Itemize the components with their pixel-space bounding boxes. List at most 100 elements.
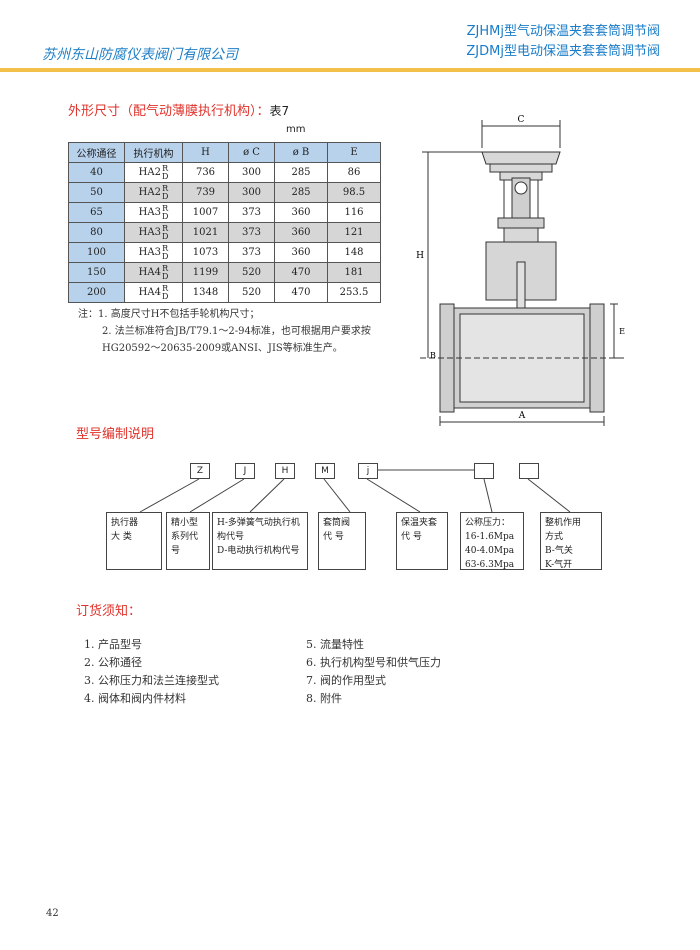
cell-e: 86 [327,162,381,183]
rd-d: D [161,251,169,261]
table-header-row: 公称通径 执行机构 H ø C ø B E [68,142,381,163]
rd-r: R [162,163,169,173]
cell-dn: 150 [68,262,125,283]
code-desc-3: H-多弹簧气动执行机 构代号 D-电动执行机构代号 [212,512,308,570]
rd-d: D [161,271,169,281]
cell-c: 373 [228,242,275,263]
cell-b: 285 [274,182,328,203]
header-divider [0,68,700,72]
product-titles: ZJHMj型气动保温夹套套筒调节阀 ZJDMj型电动保温夹套套筒调节阀 [466,22,660,62]
rd-r: R [162,283,169,293]
code-desc-5: 保温夹套 代 号 [396,512,448,570]
rd-r: R [162,223,169,233]
cell-e: 253.5 [327,282,381,303]
cell-h: 1073 [182,242,229,263]
dimensions-title-text: 外形尺寸（配气动薄膜执行机构）： [68,104,270,119]
table-notes: 注：1. 高度尺寸H不包括手轮机构尺寸； 2. 法兰标准符合JB/T79.1～2… [78,306,388,357]
cell-dn: 65 [68,202,125,223]
cell-c: 520 [228,262,275,283]
rd-d: D [161,211,169,221]
code-box-7 [519,463,539,479]
cell-h: 739 [182,182,229,203]
cell-dn: 100 [68,242,125,263]
cell-c: 520 [228,282,275,303]
actuator-model: HA3 [138,247,161,258]
cell-dn: 200 [68,282,125,303]
actuator-model: HA3 [138,207,161,218]
cell-e: 121 [327,222,381,243]
page-number: 42 [46,908,59,919]
drawing-label-e: E [619,327,625,336]
product-title-pneumatic: ZJHMj型气动保温夹套套筒调节阀 [466,24,660,39]
code-box-4: M [315,463,335,479]
rd-r: R [162,243,169,253]
cell-h: 1007 [182,202,229,223]
rd-r: R [162,183,169,193]
cell-b: 360 [274,222,328,243]
cell-c: 373 [228,222,275,243]
order-item-8: 8. 附件 [306,692,342,705]
cell-c: 300 [228,182,275,203]
product-title-electric: ZJDMj型电动保温夹套套筒调节阀 [466,44,660,59]
header-dn: 公称通径 [68,142,125,163]
cell-h: 1348 [182,282,229,303]
cell-h: 736 [182,162,229,183]
drawing-label-b: B [430,351,436,360]
cell-h: 1199 [182,262,229,283]
code-box-2: J [235,463,255,479]
drawing-label-h: H [416,251,424,261]
cell-c: 300 [228,162,275,183]
header-b: ø B [274,142,328,163]
valve-drawing: C H A E B [416,115,625,426]
rd-r: R [162,203,169,213]
note-2: 2. 法兰标准符合JB/T79.1～2-94标准，也可根据用户要求按HG2059… [102,326,371,354]
cell-b: 360 [274,202,328,223]
actuator-model: HA4 [138,267,161,278]
cell-dn: 50 [68,182,125,203]
actuator-model: HA2 [138,167,161,178]
cell-e: 181 [327,262,381,283]
unit-label: mm [286,124,306,135]
order-item-2: 2. 公称通径 [84,656,142,669]
order-item-5: 5. 流量特性 [306,638,364,651]
header-actuator: 执行机构 [124,142,183,163]
order-item-4: 4. 阀体和阀内件材料 [84,692,186,705]
table-number: 表7 [269,104,290,118]
cell-e: 116 [327,202,381,223]
model-code-section-title: 型号编制说明 [76,427,155,442]
cell-b: 470 [274,282,328,303]
code-box-5: j [358,463,378,479]
actuator-model: HA2 [138,187,161,198]
rd-d: D [161,191,169,201]
code-desc-6: 公称压力： 16-1.6Mpa 40-4.0Mpa 63-6.3Mpa [460,512,524,570]
ordering-section-title: 订货须知： [76,604,142,619]
ordering-list-left: 1. 产品型号 2. 公称通径 3. 公称压力和法兰连接型式 4. 阀体和阀内件… [84,636,219,708]
actuator-model: HA4 [138,287,161,298]
header-c: ø C [228,142,275,163]
company-name: 苏州东山防腐仪表阀门有限公司 [42,47,238,63]
rd-d: D [161,231,169,241]
cell-h: 1021 [182,222,229,243]
cell-dn: 40 [68,162,125,183]
cell-b: 285 [274,162,328,183]
code-desc-7: 整机作用 方式 B-气关 K-气开 [540,512,602,570]
actuator-model: HA3 [138,227,161,238]
header-h: H [182,142,229,163]
